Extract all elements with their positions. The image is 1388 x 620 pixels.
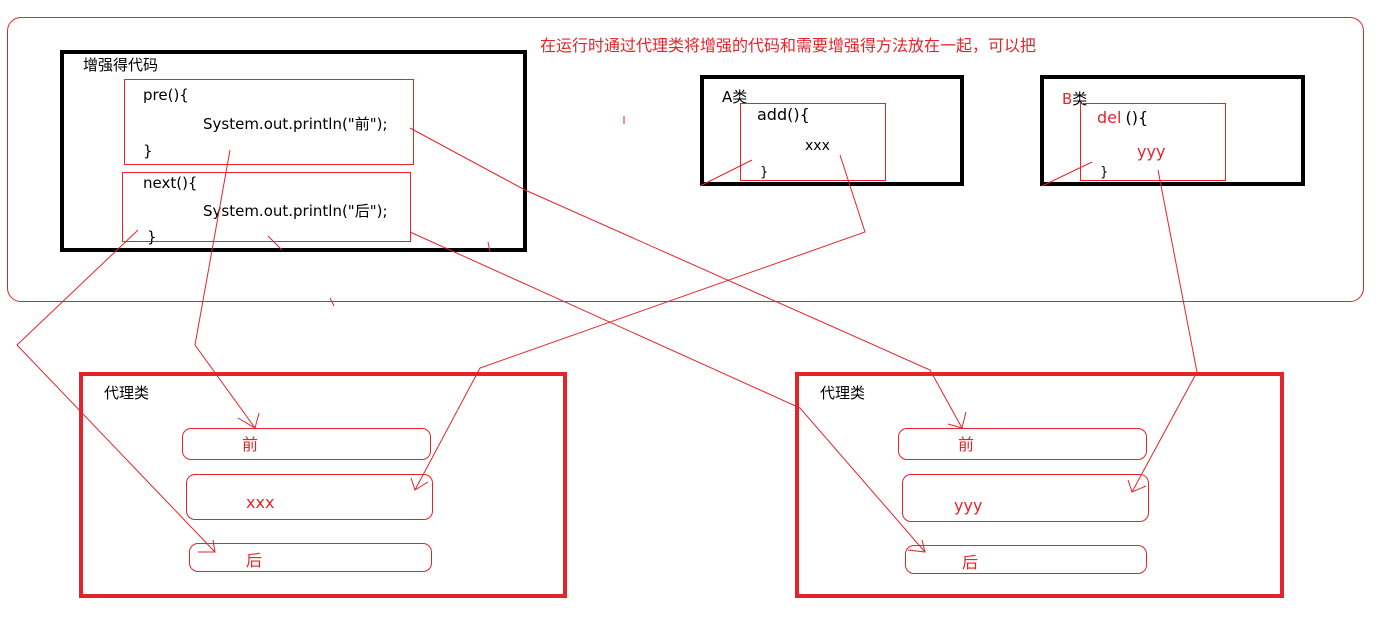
class-a-box <box>700 75 964 186</box>
arrow-pre-to-left-before <box>194 149 256 429</box>
proxy-left-box <box>79 372 567 598</box>
class-a-title: A类 <box>722 88 748 106</box>
proxy-left-middle-label: xxx <box>246 493 275 512</box>
next-method-signature: next(){ <box>143 174 198 192</box>
del-method-close: } <box>1100 165 1109 180</box>
add-method-body: xxx <box>805 138 830 154</box>
stroke-misc-3 <box>329 297 335 307</box>
proxy-right-before-slot <box>898 428 1147 460</box>
proxy-left-middle-slot <box>186 474 433 520</box>
proxy-right-box <box>795 372 1284 598</box>
stroke-next-bottom <box>267 235 283 251</box>
proxy-left-title: 代理类 <box>104 384 150 402</box>
arrow-next-to-right-after-head <box>907 539 926 553</box>
pre-method-signature: pre(){ <box>143 86 189 104</box>
stroke-b-corner <box>1041 161 1093 187</box>
arrow-yyy-to-right-middle <box>1131 169 1198 493</box>
enhanced-code-title: 增强得代码 <box>83 56 159 74</box>
proxy-right-after-slot <box>905 545 1147 574</box>
outer-frame <box>7 17 1364 302</box>
add-method-signature: add(){ <box>757 105 810 124</box>
arrow-next-to-left-after <box>16 229 216 553</box>
proxy-left-before-label: 前 <box>242 435 259 454</box>
proxy-right-before-label: 前 <box>958 435 975 454</box>
next-method-box <box>122 172 411 242</box>
add-method-close: } <box>760 165 769 180</box>
proxy-left-before-slot <box>182 428 431 460</box>
arrow-pre-to-left-before-head <box>237 412 260 429</box>
arrow-pre-to-right-before <box>409 127 963 429</box>
next-method-body: System.out.println("后"); <box>203 202 388 220</box>
pre-method-body: System.out.println("前"); <box>203 115 388 133</box>
del-method-signature: del(){ <box>1097 108 1149 127</box>
class-b-title: B类 <box>1062 90 1088 108</box>
pre-method-close: } <box>143 142 153 160</box>
arrow-next-to-right-after <box>409 231 926 553</box>
proxy-right-after-label: 后 <box>962 553 979 572</box>
stroke-misc-1 <box>487 241 491 253</box>
proxy-right-middle-label: yyy <box>954 496 983 515</box>
pre-method-box <box>124 79 414 165</box>
class-b-box <box>1040 75 1305 186</box>
del-method-box <box>1080 103 1226 181</box>
del-method-body: yyy <box>1137 142 1166 161</box>
annotation-note: 在运行时通过代理类将增强的代码和需要增强得方法放在一起，可以把 <box>540 36 1037 55</box>
arrow-next-to-left-after-head <box>198 539 216 553</box>
stroke-a-corner <box>699 159 753 187</box>
enhanced-code-box <box>60 50 527 252</box>
arrow-xxx-to-left-middle <box>414 154 866 491</box>
arrow-yyy-to-right-middle-head <box>1127 479 1147 493</box>
arrow-xxx-to-left-middle-head <box>410 477 429 491</box>
arrow-pre-to-right-before-head <box>947 411 967 429</box>
proxy-right-title: 代理类 <box>820 384 866 402</box>
next-method-close: } <box>147 228 157 246</box>
proxy-right-middle-slot <box>902 474 1149 522</box>
proxy-left-after-label: 后 <box>246 551 263 570</box>
proxy-left-after-slot <box>189 543 432 572</box>
add-method-box <box>740 103 886 181</box>
